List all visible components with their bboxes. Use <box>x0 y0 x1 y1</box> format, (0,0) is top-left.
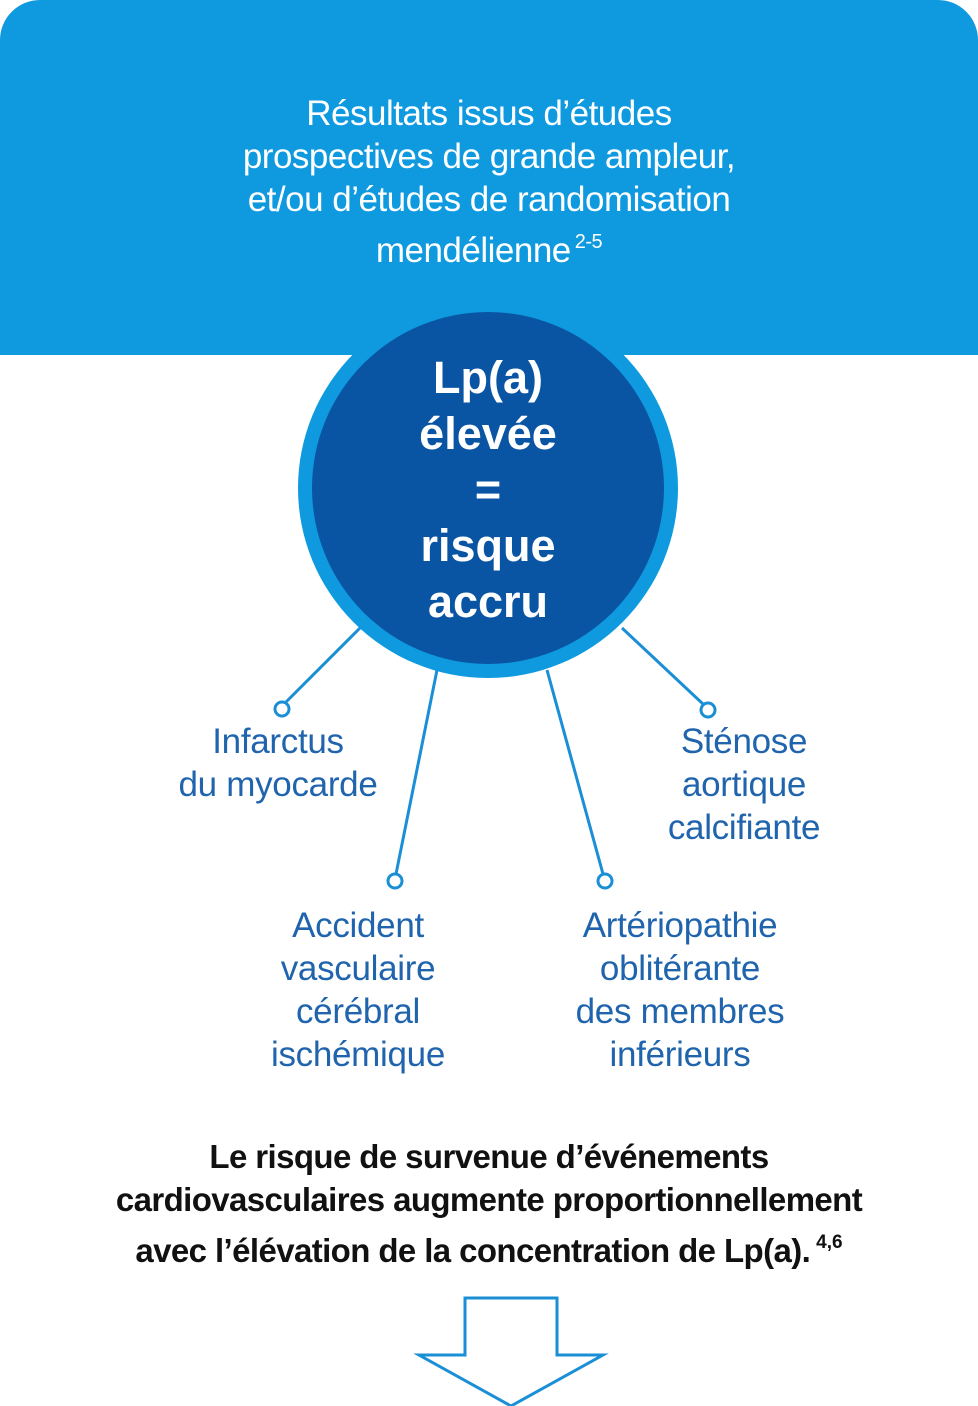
center-line-5: accru <box>427 576 549 627</box>
outcome-infarctus-line-2: du myocarde <box>178 765 378 804</box>
circle-core <box>312 312 664 664</box>
banner-text: Résultats issus d’études prospectives de… <box>140 92 838 272</box>
header-banner <box>0 0 978 355</box>
outcome-avc-line-2: vasculaire <box>280 949 436 988</box>
outcome-stenose: Sténose aortique calcifiante <box>610 720 878 849</box>
center-message: Lp(a) élevée = risque accru <box>330 350 646 630</box>
outcome-infarctus-line-1: Infarctus <box>212 722 344 761</box>
node-stenose <box>699 701 717 719</box>
outcome-stenose-line-1: Sténose <box>680 722 808 761</box>
conclusion-text: Le risque de survenue d’événements cardi… <box>40 1135 938 1272</box>
banner-reference: 2-5 <box>574 231 603 253</box>
center-line-3: = <box>474 464 502 515</box>
outcome-avc: Accident vasculaire cérébral ischémique <box>228 904 488 1076</box>
conclusion-line-3-text: avec l’élévation de la concentration de … <box>135 1232 811 1269</box>
connector-stenose <box>620 626 705 706</box>
outcome-avc-line-3: cérébral <box>295 992 421 1031</box>
connector-avc <box>394 669 439 875</box>
banner-line-1: Résultats issus d’études <box>306 94 672 133</box>
banner-line-3: et/ou d’études de randomisation <box>247 180 731 219</box>
outcome-arteriopathie-line-1: Artériopathie <box>582 906 778 945</box>
outcome-arteriopathie: Artériopathie oblitérante des membres in… <box>540 904 820 1076</box>
banner-line-4-text: mendélienne <box>375 231 571 270</box>
banner-line-2: prospectives de grande ampleur, <box>242 137 736 176</box>
outcome-avc-line-4: ischémique <box>270 1035 446 1074</box>
outcome-stenose-line-2: aortique <box>681 765 807 804</box>
connector-arteriopathie <box>545 669 605 875</box>
connector-infarctus <box>283 626 362 705</box>
outcome-stenose-line-3: calcifiante <box>667 808 821 847</box>
outcome-arteriopathie-line-2: oblitérante <box>599 949 761 988</box>
node-arteriopathie <box>596 872 614 890</box>
outcome-arteriopathie-line-4: inférieurs <box>609 1035 751 1074</box>
node-infarctus <box>273 700 291 718</box>
conclusion-line-3: avec l’élévation de la concentration de … <box>40 1221 938 1272</box>
conclusion-line-1: Le risque de survenue d’événements <box>209 1138 769 1175</box>
outcome-avc-line-1: Accident <box>292 906 424 945</box>
center-line-1: Lp(a) <box>433 352 543 403</box>
outcome-infarctus: Infarctus du myocarde <box>148 720 408 806</box>
conclusion-reference: 4,6 <box>816 1232 843 1253</box>
center-line-2: élevée <box>419 408 557 459</box>
node-avc <box>386 872 404 890</box>
center-line-4: risque <box>420 520 556 571</box>
conclusion-line-2: cardiovasculaires augmente proportionnel… <box>115 1181 863 1218</box>
outcome-arteriopathie-line-3: des membres <box>575 992 785 1031</box>
